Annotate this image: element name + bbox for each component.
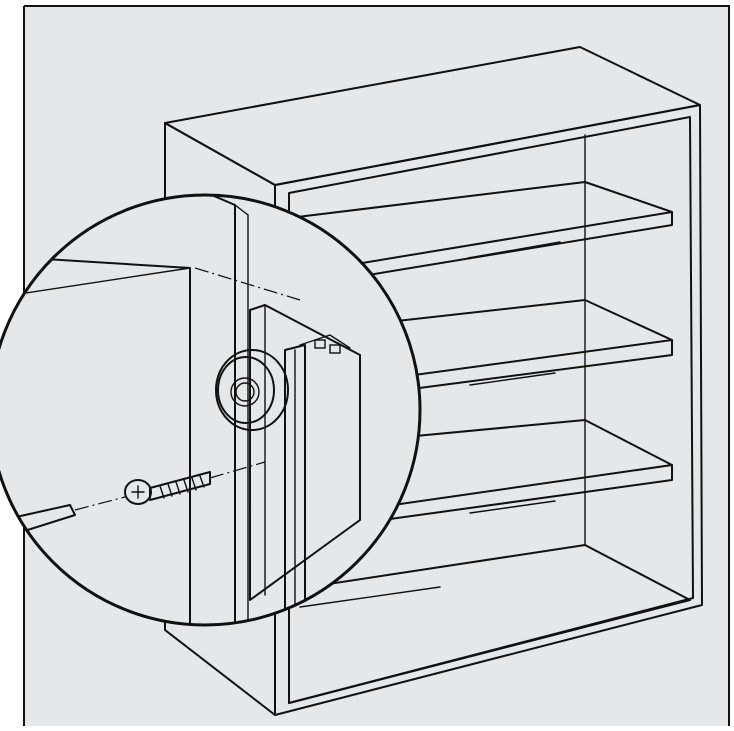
screw (124, 461, 266, 505)
hinge-cup (215, 349, 289, 431)
magnifier-detail (0, 193, 422, 627)
cabinet (164, 46, 703, 716)
detail-edge-strip (234, 203, 249, 625)
panel-frame (24, 5, 730, 726)
screwdriver (0, 496, 126, 546)
cabinet-bottom (288, 544, 691, 704)
